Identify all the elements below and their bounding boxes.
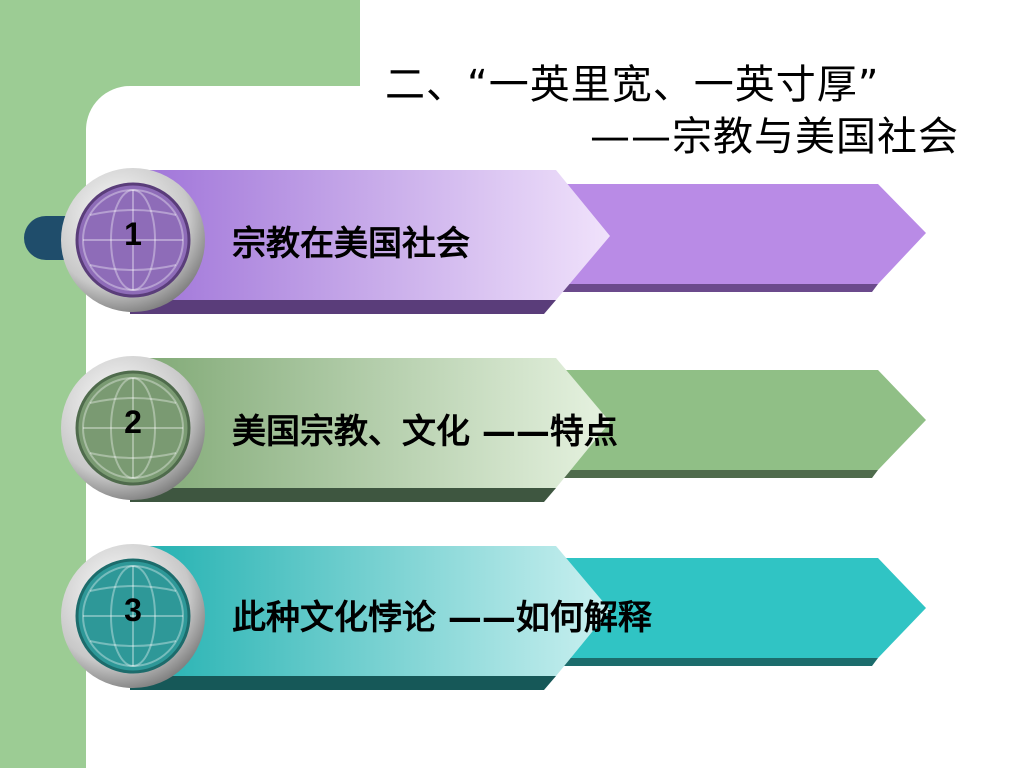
ribbon-item-2[interactable] — [61, 356, 926, 502]
item-label-1[interactable]: 宗教在美国社会 — [232, 224, 470, 264]
globe-icon — [82, 565, 184, 667]
badge-face — [75, 558, 191, 674]
ribbon-front-shade — [130, 488, 556, 502]
ribbon-front-arrow — [130, 170, 610, 300]
globe-icon — [82, 189, 184, 291]
badge-face — [75, 182, 191, 298]
ribbon-front-shade — [130, 676, 556, 690]
ribbon-back-arrow — [540, 370, 926, 470]
ribbon-back-arrow — [540, 184, 926, 284]
item-number-2: 2 — [124, 404, 142, 440]
slide-title-line2: ——宗教与美国社会 — [590, 114, 959, 160]
item-label-3[interactable]: 此种文化悖论 ——如何解释 — [232, 598, 652, 638]
ribbon-back-shade — [540, 658, 878, 666]
slide-title-line1: 二、“一英里宽、一英寸厚” — [385, 62, 880, 108]
ribbon-front-arrow — [130, 546, 610, 676]
ribbon-item-1[interactable] — [61, 168, 926, 314]
ribbon-back-shade — [540, 470, 878, 478]
ribbon-front-shade — [130, 300, 556, 314]
ribbon-back-shade — [540, 284, 878, 292]
item-number-3: 3 — [124, 592, 142, 628]
ribbon-front-arrow — [130, 358, 610, 488]
item-label-2[interactable]: 美国宗教、文化 ——特点 — [232, 412, 618, 452]
ribbon-back-arrow — [540, 558, 926, 658]
ribbon-item-3[interactable] — [61, 544, 926, 690]
globe-icon — [82, 377, 184, 479]
item-number-1: 1 — [124, 216, 142, 252]
badge-face — [75, 370, 191, 486]
content-panel-top — [360, 0, 1024, 90]
